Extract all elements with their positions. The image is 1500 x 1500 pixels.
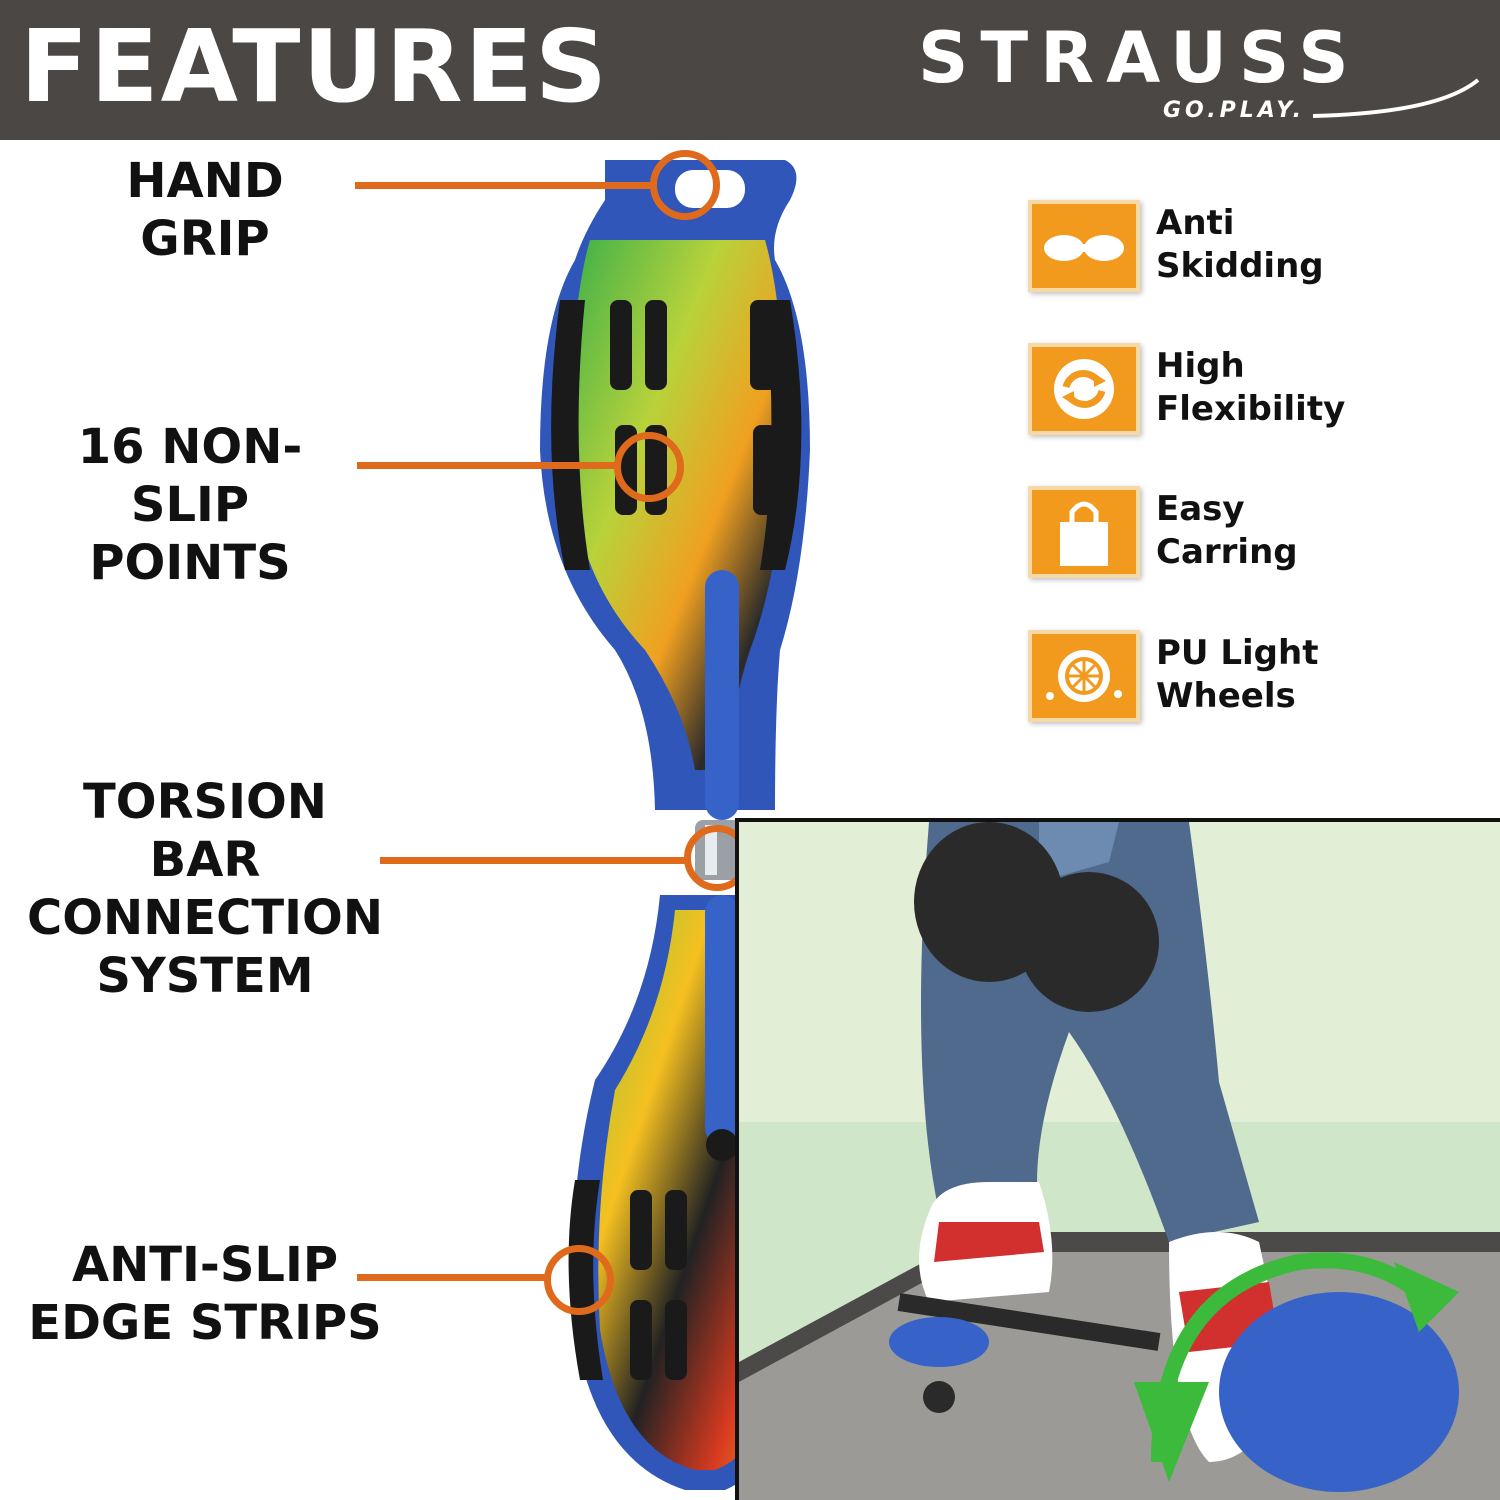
feature-label: Carring [1156,532,1298,572]
feature-label: Flexibility [1156,389,1346,429]
callout-non-slip-points: 16 NON-SLIP POINTS [77,419,303,591]
brand-name: STRAUSS [918,17,1361,99]
page-title: FEATURES [20,8,609,125]
callout-hand-grip: HAND GRIP [126,153,284,267]
feature-label: Anti [1156,203,1235,243]
brand-swoosh-icon [1312,78,1480,118]
callout-ring-anti-slip-edge [544,1245,614,1315]
wheel-light-icon [1028,630,1140,722]
brand-logo: STRAUSS GO.PLAY. [918,18,1488,128]
callout-line-non-slip-points [357,462,619,469]
feature-label: High [1156,346,1245,386]
usage-illustration [735,818,1500,1500]
feature-easy-carrying: Easy Carring [1028,486,1468,586]
feature-high-flexibility: High Flexibility [1028,343,1468,443]
callout-line-torsion-bar [380,857,685,864]
feature-label: PU Light [1156,633,1319,673]
callout-ring-hand-grip [650,150,720,220]
header-bar: FEATURES STRAUSS GO.PLAY. [0,0,1500,140]
feature-label: Easy [1156,489,1245,529]
callout-torsion-bar: TORSION BAR CONNECTION SYSTEM [27,774,383,1004]
brand-tagline: GO.PLAY. [1163,98,1305,123]
feature-label: Skidding [1156,246,1324,286]
rotation-arrows-icon [1028,343,1140,435]
callout-line-anti-slip-edge [357,1274,547,1281]
callout-anti-slip-edge: ANTI-SLIP EDGE STRIPS [28,1237,382,1351]
callout-line-hand-grip [355,182,655,189]
feature-label: Wheels [1156,676,1296,716]
feature-anti-skidding: Anti Skidding [1028,200,1468,300]
callout-ring-non-slip-points [614,432,684,502]
shopping-bag-icon [1028,486,1140,578]
rider-illustration [739,822,1500,1500]
wheels-skid-icon [1028,200,1140,292]
feature-pu-light-wheels: PU Light Wheels [1028,630,1468,730]
